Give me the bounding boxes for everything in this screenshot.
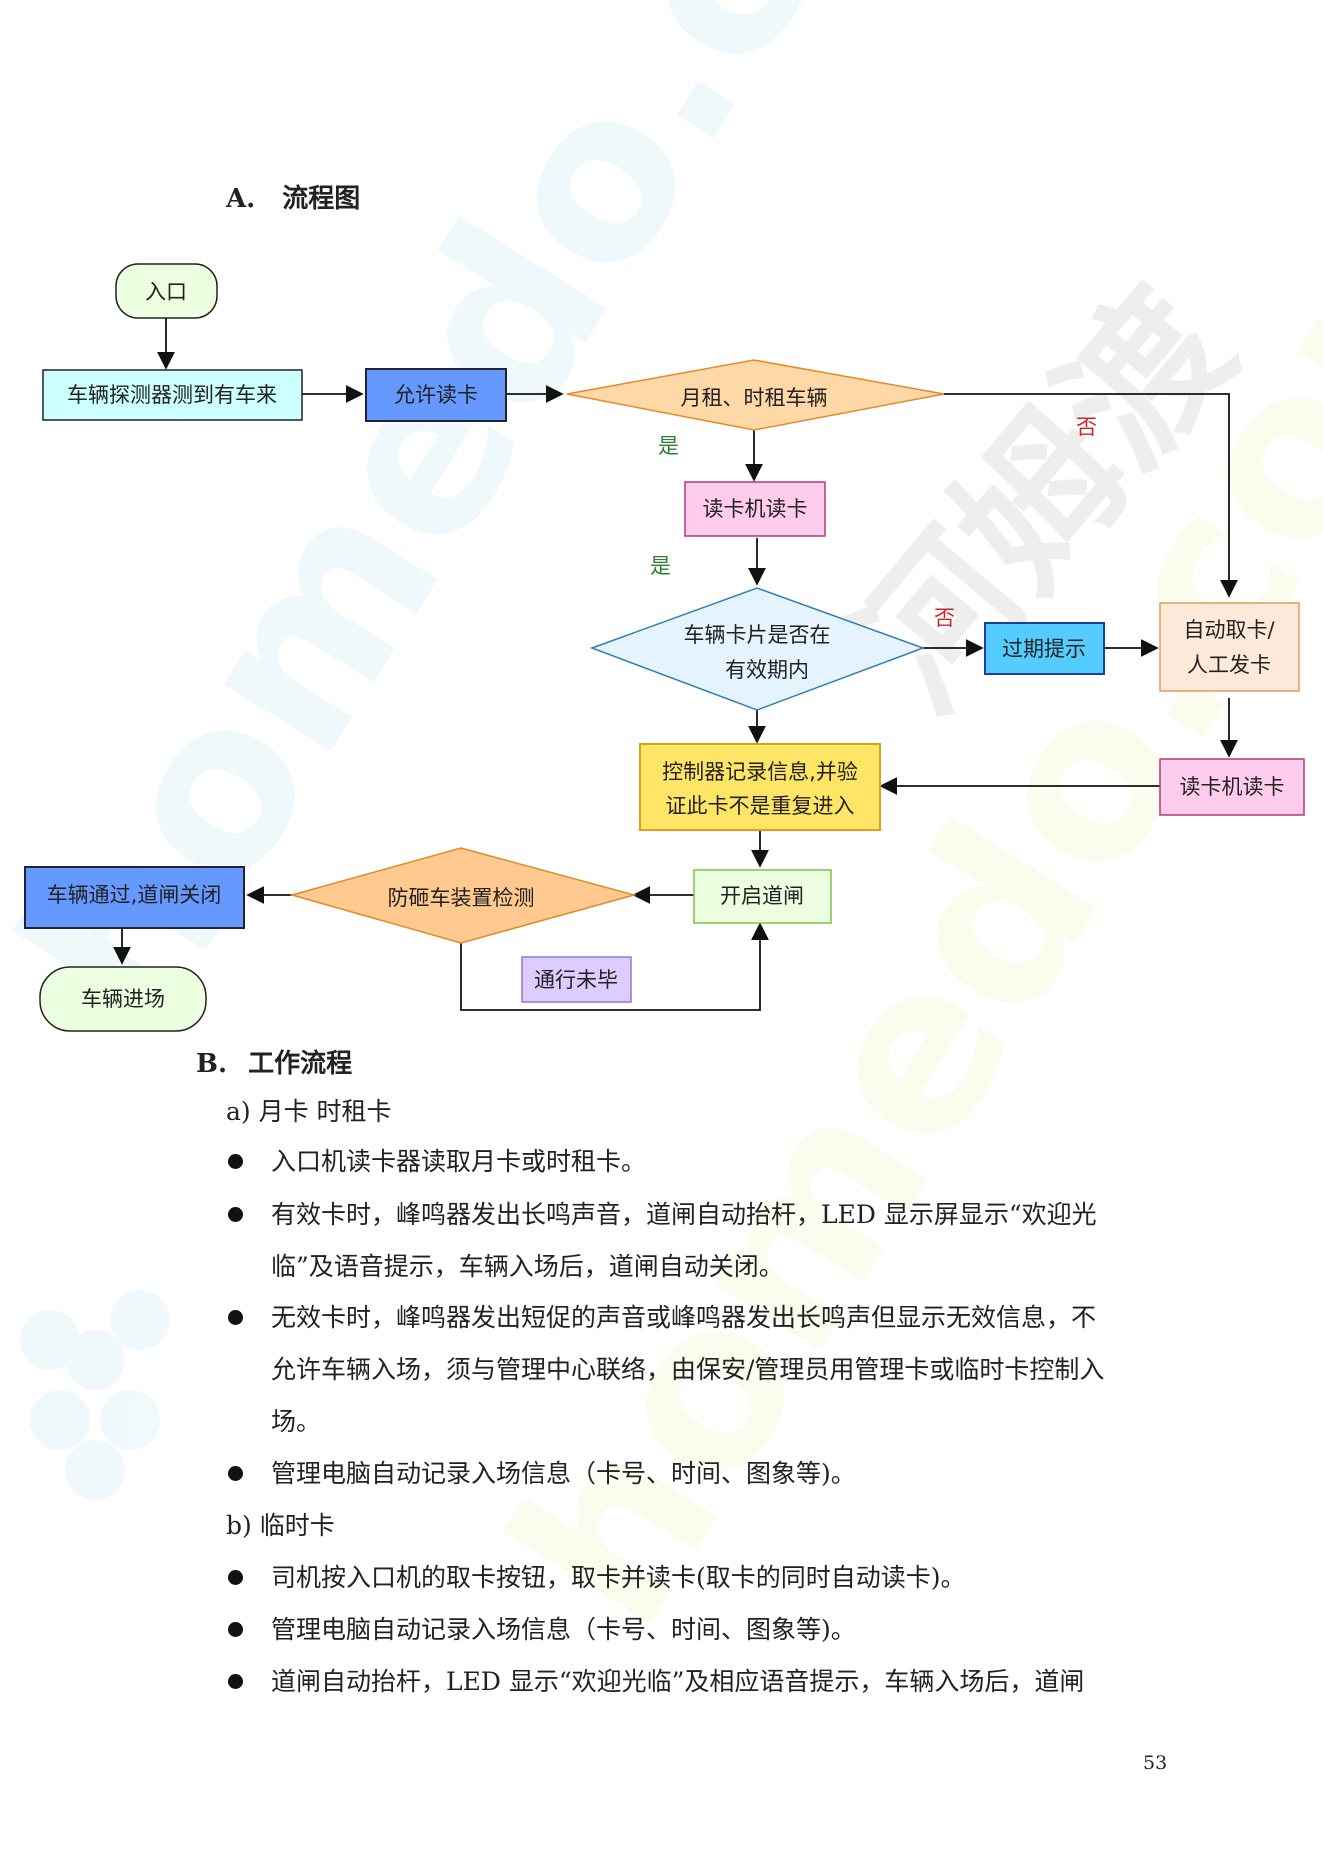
page-number: 53: [1143, 1752, 1168, 1774]
node-anti-smash: 防砸车装置检测: [289, 847, 637, 944]
node-reader-read-2-text: 读卡机读卡: [1180, 775, 1285, 799]
list-item: 管理电脑自动记录入场信息（卡号、时间、图象等)。: [271, 1459, 856, 1488]
sub-heading-b: b) 临时卡: [226, 1511, 335, 1540]
list-item: 道闸自动抬杆，LED 显示“欢迎光临”及相应语音提示，车辆入场后，道闸: [271, 1667, 1085, 1696]
node-card-valid: 车辆卡片是否在 有效期内: [589, 587, 926, 711]
list-item: 司机按入口机的取卡按钮，取卡并读卡(取卡的同时自动读卡)。: [271, 1563, 966, 1592]
bullet-icon: [228, 1154, 243, 1169]
section-a-heading: A. 流程图: [226, 178, 360, 215]
node-reader-read-2: 读卡机读卡: [1159, 758, 1305, 816]
node-monthly-hourly-text: 月租、时租车辆: [681, 386, 828, 410]
node-auto-card-text-1: 自动取卡/: [1183, 618, 1275, 642]
node-open-gate: 开启道闸: [693, 869, 832, 924]
node-allow-read: 允许读卡: [365, 368, 507, 422]
node-pass-close-text: 车辆通过,道闸关闭: [47, 883, 222, 907]
list-item: 管理电脑自动记录入场信息（卡号、时间、图象等)。: [271, 1615, 856, 1644]
node-pass-close: 车辆通过,道闸关闭: [24, 866, 245, 929]
node-monthly-hourly: 月租、时租车辆: [566, 359, 945, 431]
bullet-icon: [228, 1310, 243, 1325]
flow-connectors: [113, 318, 1238, 1011]
section-b-label: B.: [196, 1049, 228, 1079]
node-entrance: 入口: [115, 263, 218, 319]
section-a-title: 流程图: [282, 184, 361, 214]
watermark-flower-icon: [20, 1290, 170, 1500]
node-open-gate-text: 开启道闸: [720, 884, 804, 908]
list-item: 有效卡时，峰鸣器发出长鸣声音，道闸自动抬杆，LED 显示屏显示“欢迎光: [271, 1200, 1097, 1229]
label-no-1: 否: [1076, 415, 1097, 439]
node-detector-text: 车辆探测器测到有车来: [67, 383, 277, 407]
section-b-title: 工作流程: [248, 1049, 353, 1079]
node-auto-card: 自动取卡/ 人工发卡: [1159, 602, 1300, 692]
node-card-valid-text-1: 车辆卡片是否在: [684, 623, 831, 647]
node-entrance-text: 入口: [145, 280, 187, 304]
node-anti-smash-text: 防砸车装置检测: [388, 886, 535, 910]
node-controller: 控制器记录信息,并验 证此卡不是重复进入: [639, 743, 881, 831]
list-item-continued: 场。: [271, 1407, 322, 1436]
label-yes-1: 是: [658, 434, 679, 458]
bullet-icon: [228, 1622, 243, 1637]
node-reader-read-1-text: 读卡机读卡: [703, 497, 808, 521]
label-yes-2: 是: [650, 554, 671, 578]
node-vehicle-enter-text: 车辆进场: [81, 987, 165, 1011]
node-detector: 车辆探测器测到有车来: [42, 369, 303, 421]
bullet-icon: [228, 1570, 243, 1585]
label-no-2: 否: [934, 606, 955, 630]
node-reader-read-1: 读卡机读卡: [684, 481, 826, 537]
node-controller-text-1: 控制器记录信息,并验: [662, 760, 858, 784]
bullet-icon: [228, 1674, 243, 1689]
node-auto-card-text-2: 人工发卡: [1187, 653, 1271, 677]
bullet-icon: [228, 1207, 243, 1222]
section-b-heading: B. 工作流程: [196, 1043, 352, 1080]
node-card-valid-text-2: 有效期内: [725, 658, 809, 682]
node-vehicle-enter: 车辆进场: [39, 966, 207, 1032]
section-a-label: A.: [226, 184, 256, 214]
list-item-continued: 允许车辆入场，须与管理中心联络，由保安/管理员用管理卡或临时卡控制入: [271, 1355, 1105, 1384]
list-item: 入口机读卡器读取月卡或时租卡。: [271, 1147, 647, 1176]
flowchart: 入口 车辆探测器测到有车来 允许读卡 月租、时租车辆 读卡机读卡 车辆卡片是否在…: [24, 263, 1305, 1032]
list-item: 无效卡时，峰鸣器发出短促的声音或峰鸣器发出长鸣声但显示无效信息，不: [271, 1303, 1097, 1332]
node-expired-prompt: 过期提示: [984, 622, 1105, 675]
node-controller-text-2: 证此卡不是重复进入: [666, 794, 855, 818]
node-expired-prompt-text: 过期提示: [1002, 637, 1086, 661]
bullet-icon: [228, 1466, 243, 1481]
list-item-continued: 临”及语音提示，车辆入场后，道闸自动关闭。: [271, 1252, 784, 1281]
sub-heading-a: a) 月卡 时租卡: [226, 1097, 392, 1126]
node-allow-read-text: 允许读卡: [394, 383, 478, 407]
node-not-passed: 通行未毕: [521, 956, 632, 1003]
node-not-passed-text: 通行未毕: [534, 968, 618, 992]
